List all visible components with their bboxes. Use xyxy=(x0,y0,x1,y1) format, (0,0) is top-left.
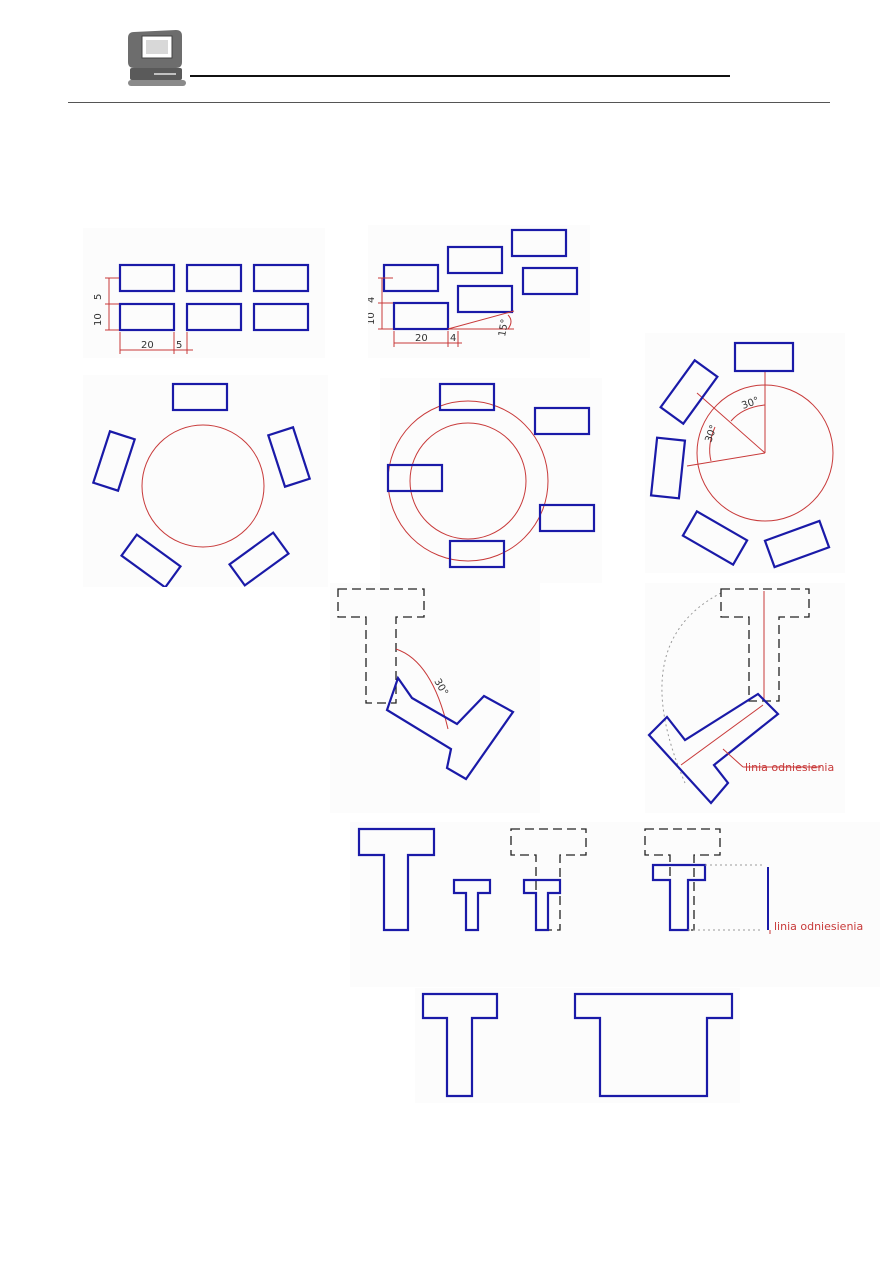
figure-rotate: 30° xyxy=(330,583,540,813)
array-rect xyxy=(185,263,243,293)
header-rule xyxy=(68,102,830,103)
header-logo xyxy=(124,28,188,88)
svg-text:10: 10 xyxy=(368,312,377,325)
dim-width: 20 xyxy=(141,340,154,351)
figure-polar-array xyxy=(83,375,328,589)
scale-reference-label: linia odniesienia xyxy=(774,920,863,933)
dim-spacing-v: 5 xyxy=(93,294,104,300)
figure-polar-arc: 30° 30° xyxy=(645,333,845,573)
figure-polar-noaligned xyxy=(380,378,602,583)
dim-spacing-h: 5 xyxy=(176,340,182,351)
figure-rect-array: 5 10 20 5 xyxy=(83,228,325,358)
computer-icon xyxy=(128,30,186,86)
array-rect xyxy=(118,263,176,293)
svg-text:4: 4 xyxy=(450,333,456,344)
svg-text:30°: 30° xyxy=(703,424,719,444)
svg-text:30°: 30° xyxy=(740,395,760,411)
dim-height: 10 xyxy=(93,313,104,326)
svg-text:15°: 15° xyxy=(497,318,511,337)
svg-text:4: 4 xyxy=(368,297,377,303)
array-rect xyxy=(252,263,310,293)
svg-text:20: 20 xyxy=(415,333,428,344)
array-rect xyxy=(118,302,176,332)
reference-label: linia odniesienia xyxy=(745,761,834,774)
header-underline xyxy=(190,75,730,77)
array-rect xyxy=(252,302,310,332)
array-rect xyxy=(185,302,243,332)
figure-stretch xyxy=(415,988,740,1103)
figure-rotate-reference: linia odniesienia xyxy=(645,583,845,813)
figure-skewed-array: 4 10 20 4 15° xyxy=(366,225,590,358)
figure-scale: linia odniesienia xyxy=(350,822,880,987)
